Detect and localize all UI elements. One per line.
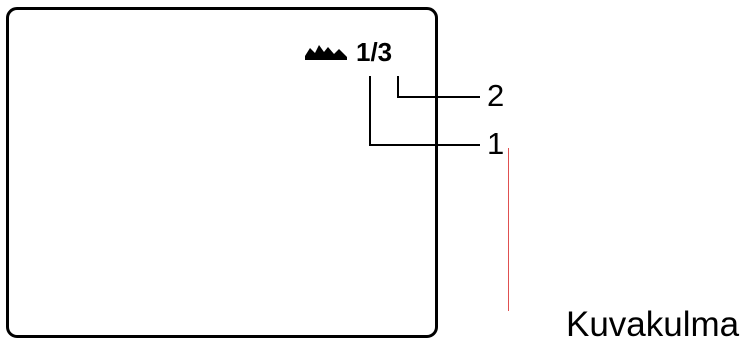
landscape-angle-icon xyxy=(305,45,347,60)
angle-readout: 1/3 xyxy=(356,37,393,67)
camera-screen-frame xyxy=(6,7,438,338)
leader-line-2 xyxy=(397,76,480,98)
leader-line-1 xyxy=(369,76,480,146)
caption-label: Kuvakulma xyxy=(566,305,740,344)
callout-number-1: 1 xyxy=(487,126,505,161)
callout-number-2: 2 xyxy=(487,78,505,113)
red-guide-line xyxy=(508,148,509,311)
